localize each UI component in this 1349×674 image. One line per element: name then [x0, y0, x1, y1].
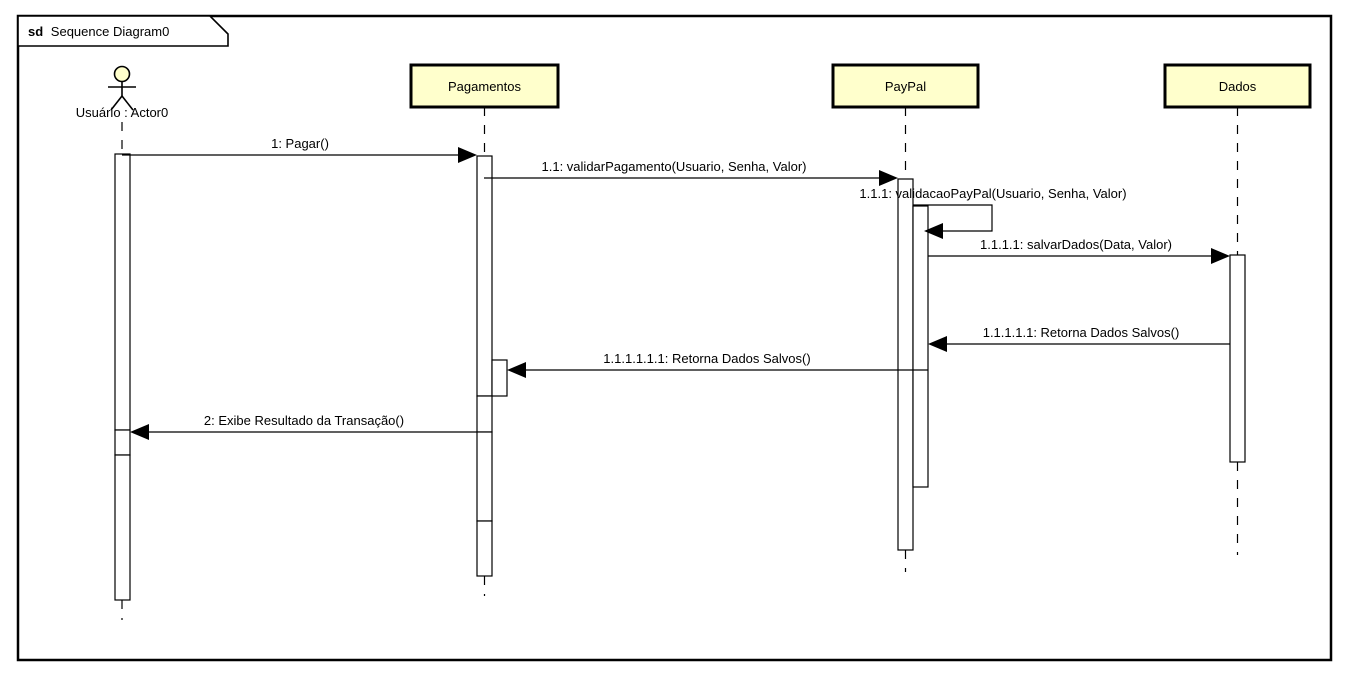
message-1-1-1-line [913, 204, 993, 232]
message-2-label: 2: Exibe Resultado da Transação() [204, 413, 404, 428]
activation-pagamentos-2 [476, 395, 493, 433]
message-1-1-validarpagamento[interactable]: 1.1: validarPagamento(Usuario, Senha, Va… [484, 159, 898, 186]
message-1-1-1-1-1-arrowhead [928, 336, 947, 352]
activation-actor-1 [114, 153, 131, 431]
participant-dados[interactable]: Dados [1163, 63, 1312, 555]
frame-label-tab [17, 15, 229, 47]
actor-head-icon [113, 65, 131, 83]
message-1-1-1-validacaopaypal[interactable]: 1.1.1: validacaoPayPal(Usuario, Senha, V… [859, 186, 1127, 239]
message-1-1-1-label: 1.1.1: validacaoPayPal(Usuario, Senha, V… [859, 186, 1126, 201]
frame-title-label: Sequence Diagram0 [51, 24, 170, 39]
participant-actor[interactable]: Usuário : Actor0 [76, 65, 169, 621]
message-1-arrowhead [458, 147, 477, 163]
lifeline-label-pagamentos: Pagamentos [448, 79, 521, 94]
activation-dados-1 [1229, 254, 1246, 463]
lifeline-box-pagamentos[interactable] [409, 63, 560, 109]
diagram-frame: sd Sequence Diagram0 [16, 14, 1333, 662]
lifeline-label-paypal: PayPal [885, 79, 926, 94]
message-1-1-1-1-1-label: 1.1.1.1.1: Retorna Dados Salvos() [983, 325, 1180, 340]
message-1-1-arrowhead [879, 170, 898, 186]
message-1-1-1-1-1-retorna[interactable]: 1.1.1.1.1: Retorna Dados Salvos() [928, 325, 1230, 352]
message-1-1-1-1-1-1-label: 1.1.1.1.1.1: Retorna Dados Salvos() [603, 351, 810, 366]
message-1-1-1-1-label: 1.1.1.1: salvarDados(Data, Valor) [980, 237, 1172, 252]
message-1-pagar[interactable]: 1: Pagar() [122, 136, 477, 163]
message-2-exibe-resultado[interactable]: 2: Exibe Resultado da Transação() [130, 413, 477, 440]
participant-paypal[interactable]: PayPal [831, 63, 980, 572]
lifeline-label-dados: Dados [1219, 79, 1257, 94]
frame-label: sd Sequence Diagram0 [28, 24, 169, 39]
activation-pagamentos-4 [476, 520, 493, 577]
actor-label: Usuário : Actor0 [76, 105, 169, 120]
message-1-1-1-arrowhead [924, 223, 943, 239]
message-1-1-1-1-1-1-arrowhead [507, 362, 526, 378]
message-1-1-1-1-arrowhead [1211, 248, 1230, 264]
activation-pagamentos-nested [491, 359, 508, 397]
participant-pagamentos[interactable]: Pagamentos [409, 63, 560, 596]
message-1-1-1-1-1-1-retorna[interactable]: 1.1.1.1.1.1: Retorna Dados Salvos() [507, 351, 928, 378]
activation-actor-3 [114, 454, 131, 601]
message-1-label: 1: Pagar() [271, 136, 329, 151]
frame-border [16, 14, 1333, 662]
actor-leg-right-icon [121, 95, 134, 111]
activation-paypal-1 [897, 178, 914, 551]
frame-kind-label: sd [28, 24, 43, 39]
lifeline-box-paypal[interactable] [831, 63, 980, 109]
activation-pagamentos-3 [476, 431, 493, 522]
actor-leg-left-icon [110, 95, 123, 111]
activation-paypal-nested [912, 205, 929, 488]
message-1-1-1-1-salvardados[interactable]: 1.1.1.1: salvarDados(Data, Valor) [928, 237, 1230, 264]
activation-pagamentos-1 [476, 155, 493, 397]
message-1-1-label: 1.1: validarPagamento(Usuario, Senha, Va… [542, 159, 807, 174]
message-2-arrowhead [130, 424, 149, 440]
activation-actor-2 [114, 429, 131, 456]
activation-bars [114, 153, 1246, 601]
